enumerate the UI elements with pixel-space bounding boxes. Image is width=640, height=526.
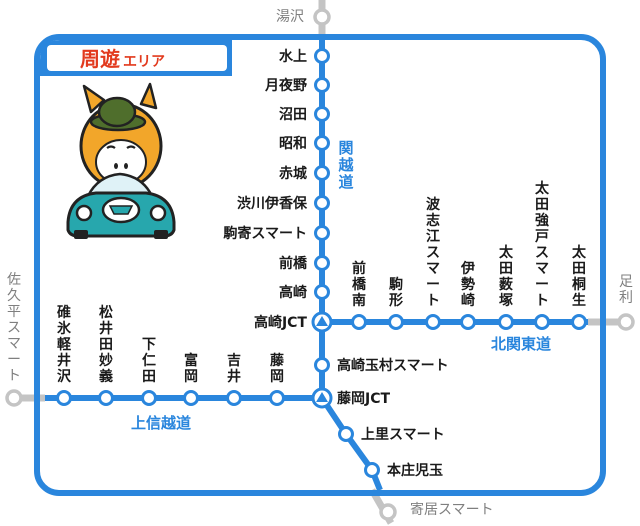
outside-node-north [313, 8, 331, 26]
kitakanto-station-marker [388, 314, 404, 330]
kanetsu-station-marker [314, 225, 330, 241]
outside-label-south: 寄居スマート [410, 501, 494, 518]
kanetsu-station-label: 沼田 [279, 107, 307, 123]
kitakanto-station-label: 太田桐生 [572, 244, 587, 309]
mid-station-label: 高崎玉村スマート [337, 357, 449, 374]
kitakanto-station-marker [460, 314, 476, 330]
joshinetsu-station-marker [183, 390, 199, 406]
kanetsu-station-label: 駒寄スマート [223, 225, 307, 242]
kitakanto-station-label: 太田薮塚 [499, 244, 514, 309]
badge-main-text: 周遊 [80, 47, 120, 71]
joshinetsu-station-label: 富岡 [184, 352, 198, 385]
kitakanto-station-label: 伊勢崎 [460, 260, 475, 309]
joshinetsu-station-label: 下仁田 [142, 337, 156, 385]
kanetsu-station-label: 高崎 [279, 284, 307, 301]
outside-label-north: 湯沢 [276, 8, 304, 25]
area-frame [34, 34, 606, 496]
kanetsu-station-marker [314, 165, 330, 181]
kitakanto-station-marker [351, 314, 367, 330]
south-station-label: 本庄児玉 [387, 462, 443, 479]
joshinetsu-station-marker [269, 390, 285, 406]
joshinetsu-station-label: 吉井 [227, 352, 241, 385]
kanetsu-station-marker [314, 135, 330, 151]
kanetsu-station-label: 昭和 [279, 136, 307, 152]
kanetsu-station-marker [314, 195, 330, 211]
road-names: 関越道 北関東道 上信越道 [131, 139, 551, 432]
joshinetsu-station-marker [226, 390, 242, 406]
south-station-marker [364, 462, 380, 478]
kanetsu-station-label: 水上 [279, 48, 307, 65]
kanetsu-station-label: 渋川伊香保 [237, 195, 308, 212]
kitakanto-station-marker [425, 314, 441, 330]
kitakanto-station-marker [534, 314, 550, 330]
badge-small-text: エリア [123, 54, 165, 70]
kitakanto-station-label: 太田強戸スマート [535, 180, 550, 309]
kanetsu-station-marker [314, 106, 330, 122]
outside-label-west: 佐久平スマート [7, 272, 21, 384]
area-badge: 周遊 エリア [40, 40, 232, 76]
kitakanto-station-label: 駒形 [389, 276, 403, 309]
joshinetsu-station-label: 碓氷軽井沢 [57, 304, 72, 385]
mascot-horse-driving-car-icon [66, 82, 176, 239]
outside-node-west [5, 389, 23, 407]
kitakanto-station-marker [571, 314, 587, 330]
kanetsu-station-label: 月夜野 [264, 77, 307, 94]
fujioka-jct-label: 藤岡JCT [337, 390, 390, 407]
road-name-joshinetsu: 上信越道 [131, 414, 191, 432]
joshinetsu-station-label: 松井田妙義 [99, 304, 113, 385]
kanetsu-station-label: 赤城 [279, 165, 307, 182]
joshinetsu-station-marker [56, 390, 72, 406]
station-labels: 水上月夜野沼田昭和赤城渋川伊香保駒寄スマート前橋高崎高崎JCT高崎玉村スマート藤… [57, 48, 587, 479]
kanetsu-station-marker [314, 284, 330, 300]
outside-node-south [379, 503, 397, 521]
road-name-kitakanto: 北関東道 [491, 335, 551, 353]
takasaki-jct-marker-triangle [316, 316, 328, 326]
fujioka-jct-marker-triangle [316, 392, 328, 402]
outside-destinations: 湯沢 寄居スマート 足利 佐久平スマート [7, 8, 633, 518]
kanetsu-station-label: 前橋 [279, 255, 308, 272]
kitakanto-station-marker [498, 314, 514, 330]
road-name-kanetsu: 関越道 [337, 139, 354, 191]
joshinetsu-station-marker [141, 390, 157, 406]
south-line [319, 396, 383, 492]
outside-node-east [617, 313, 635, 331]
kanetsu-station-marker [314, 77, 330, 93]
outside-label-east: 足利 [619, 274, 633, 306]
joshinetsu-station-label: 藤岡 [270, 352, 285, 385]
kanetsu-station-marker [314, 48, 330, 64]
kitakanto-station-label: 波志江スマート [426, 196, 441, 309]
badge-box [47, 45, 227, 71]
joshinetsu-station-marker [98, 390, 114, 406]
south-station-marker [338, 426, 354, 442]
kanetsu-station-marker [314, 255, 330, 271]
station-markers [56, 48, 587, 478]
mid-station-marker [314, 357, 330, 373]
south-station-label: 上里スマート [361, 427, 445, 443]
takasaki-jct-label: 高崎JCT [254, 314, 307, 331]
kitakanto-station-label: 前橋南 [352, 260, 367, 309]
